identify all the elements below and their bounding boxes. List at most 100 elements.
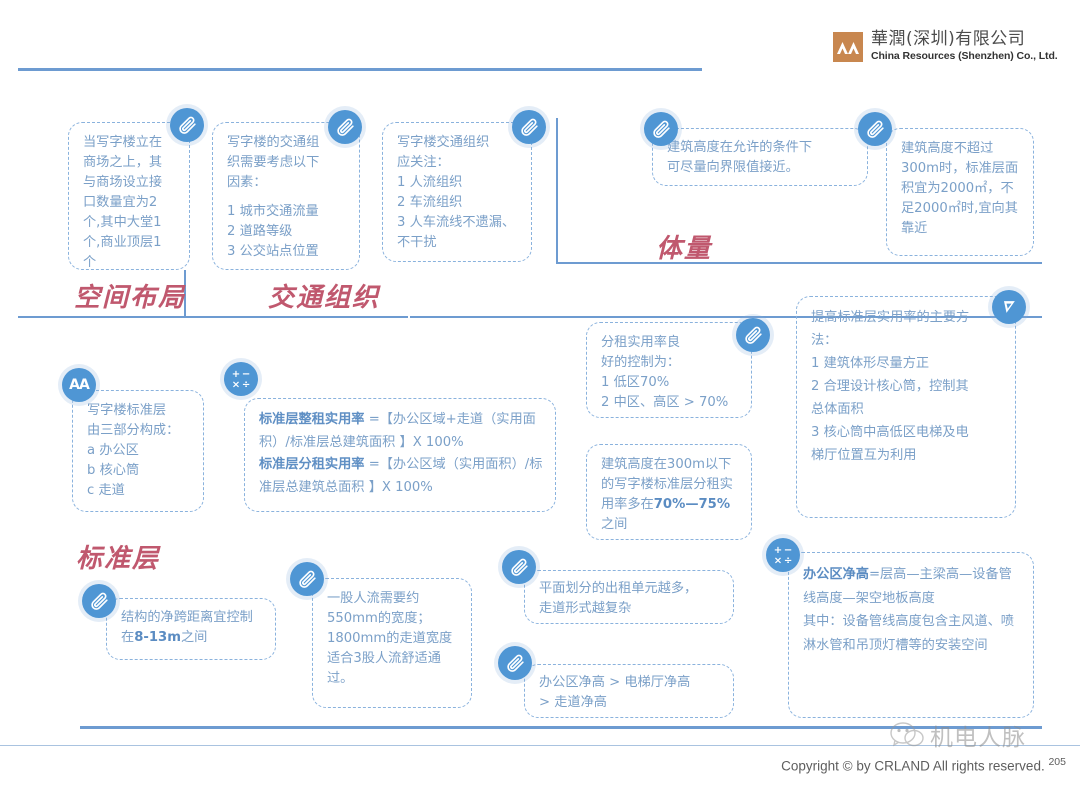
card-line: 与商场设立接 — [83, 175, 163, 191]
formula-label: 标准层分租实用率 — [259, 457, 365, 473]
card-floor-composition: 写字楼标准层 由三部分构成： a 办公区 b 核心筒 c 走道 — [72, 390, 204, 512]
formula-body: =【办公区域+走道（实用面积）/标准层总建筑面积 】X 100% — [259, 412, 536, 450]
card-rental-units: 平面划分的出租单元越多， 走道形式越复杂 — [524, 570, 734, 624]
card-line: 好的控制为： — [601, 355, 681, 371]
card-line: b 核心筒 — [87, 463, 140, 479]
aa-icon: AA — [62, 368, 96, 402]
brand-name-cn: 華潤(深圳)有限公司 — [871, 29, 1026, 49]
card-line: 1 人流组织 — [397, 175, 463, 191]
card-line: 个 — [83, 255, 97, 271]
svg-text:÷: ÷ — [242, 379, 250, 390]
card-under-300m: 建筑高度在300m以下的写字楼标准层分租实用率多在70%—75% 之间 — [586, 444, 752, 540]
card-efficiency-formula: 标准层整租实用率 =【办公区域+走道（实用面积）/标准层总建筑面积 】X 100… — [244, 398, 556, 512]
formula-line: 标准层分租实用率 =【办公区域（实用面积）/标准层总建筑总面积 】X 100% — [259, 454, 543, 499]
card-line: 建筑高度不超过 — [901, 141, 994, 156]
paperclip-icon — [858, 112, 892, 146]
massing-divider-vertical — [556, 118, 558, 264]
card-line: 因素： — [227, 175, 267, 191]
card-text: 建筑高度在300m以下的写字楼标准层分租实用率多在 — [601, 457, 733, 513]
card-line: 可尽量向界限值接近。 — [667, 160, 799, 176]
card-line: 2 中区、高区 > 70% — [601, 395, 729, 411]
card-line: 当写字楼立在 — [83, 135, 163, 150]
paperclip-icon — [498, 646, 532, 680]
card-span-distance: 结构的净跨距离宜控制在8-13m之间 — [106, 598, 276, 660]
formula-label: 办公区净高 — [803, 567, 869, 582]
company-logo: 華潤(深圳)有限公司 China Resources (Shenzhen) Co… — [833, 29, 1058, 63]
svg-text:+: + — [774, 545, 782, 556]
watermark-text: 机电人脉 — [930, 725, 1026, 751]
card-line: 550mm的宽度； — [327, 611, 431, 627]
card-line: 分租实用率良 — [601, 335, 681, 350]
card-flow-width: 一股人流需要约 550mm的宽度； 1800mm的走道宽度 适合3股人流舒适通 … — [312, 578, 472, 708]
card-list-item: 2 道路等级 — [227, 224, 293, 240]
card-line: 1800mm的走道宽度 — [327, 631, 453, 647]
card-clear-height-formula: 办公区净高=层高—主梁高—设备管线高度—架空地板高度 其中：设备管线高度包含主风… — [788, 552, 1034, 718]
svg-text:×: × — [774, 555, 782, 566]
card-line: 梯厅位置互为利用 — [811, 447, 917, 463]
card-list-item: 3 公交站点位置 — [227, 244, 319, 260]
card-line: 应关注： — [397, 155, 450, 171]
card-line: 过。 — [327, 671, 354, 687]
card-traffic-focus: 写字楼交通组织 应关注： 1 人流组织 2 车流组织 3 人车流线不遗漏、 不干… — [382, 122, 532, 262]
paperclip-icon — [512, 110, 546, 144]
card-line: 织需要考虑以下 — [227, 155, 320, 171]
card-traffic-factors: 写字楼的交通组 织需要考虑以下 因素： 1 城市交通流量 2 道路等级 3 公交… — [212, 122, 360, 270]
paperclip-icon — [170, 108, 204, 142]
card-line: 法： — [811, 332, 838, 348]
card-line: 写字楼交通组织 — [397, 135, 490, 150]
formula-line: 标准层整租实用率 =【办公区域+走道（实用面积）/标准层总建筑面积 】X 100… — [259, 409, 543, 454]
formula-label: 标准层整租实用率 — [259, 412, 365, 427]
card-line: 积宜为2000㎡，不 — [901, 181, 1014, 197]
paperclip-icon — [644, 112, 678, 146]
paperclip-icon — [328, 110, 362, 144]
paperclip-icon — [502, 550, 536, 584]
card-line: a 办公区 — [87, 443, 139, 459]
card-line: 走道形式越复杂 — [539, 601, 632, 617]
card-line: 平面划分的出租单元越多， — [539, 581, 698, 596]
card-mall-interface: 当写字楼立在 商场之上，其 与商场设立接 口数量宜为2 个,其中大堂1 个,商业… — [68, 122, 190, 270]
copyright-line: Copyright © by CRLAND All rights reserve… — [781, 756, 1066, 774]
card-text: 之间 — [180, 630, 208, 646]
card-text: 结构的净跨距离宜控制在 — [121, 610, 253, 646]
card-line: 商场之上，其 — [83, 155, 163, 171]
copyright-text: Copyright © by CRLAND All rights reserve… — [781, 758, 1045, 774]
card-line: 口数量宜为2 — [83, 195, 158, 211]
card-height-limit: 建筑高度在允许的条件下 可尽量向界限值接近。 — [652, 128, 868, 186]
card-clear-height-order: 办公区净高 > 电梯厅净高 > 走道净高 — [524, 664, 734, 718]
card-highlight: 70%—75% — [653, 497, 731, 513]
card-line: 建筑高度在允许的条件下 — [667, 140, 813, 155]
card-sublet-control: 分租实用率良 好的控制为： 1 低区70% 2 中区、高区 > 70% — [586, 322, 752, 418]
card-line: 3 人车流线不遗漏、 — [397, 215, 516, 231]
card-line: 总体面积 — [811, 401, 864, 417]
card-line: 300m时，标准层面 — [901, 161, 1019, 177]
svg-text:+: + — [232, 369, 240, 380]
wechat-icon — [890, 722, 924, 747]
card-line: 写字楼标准层 — [87, 403, 167, 418]
card-line: 1 建筑体形尽量方正 — [811, 355, 930, 371]
flag-icon — [992, 290, 1026, 324]
card-improve-methods: 提高标准层实用率的主要方 法： 1 建筑体形尽量方正 2 合理设计核心筒，控制其… — [796, 296, 1016, 518]
svg-text:×: × — [232, 379, 240, 390]
card-list-item: 1 城市交通流量 — [227, 204, 319, 220]
formula-body: =层高—主梁高—设备管线高度—架空地板高度 — [803, 567, 1012, 606]
paperclip-icon — [736, 318, 770, 352]
card-line: 3 核心筒中高低区电梯及电 — [811, 424, 969, 440]
formula-body: =【办公区域（实用面积）/标准层总建筑总面积 】X 100% — [259, 457, 543, 496]
card-line: 由三部分构成： — [87, 423, 180, 439]
card-line: c 走道 — [87, 483, 125, 499]
math-icon: +− ×÷ — [224, 362, 258, 396]
card-line: 不干扰 — [397, 235, 437, 251]
top-divider — [18, 68, 702, 71]
card-line: 一股人流需要约 — [327, 591, 420, 606]
crland-mark-icon — [833, 32, 863, 62]
bottom-divider — [80, 726, 1042, 729]
section-title-standard-floor: 标准层 — [76, 544, 161, 574]
brand-name-en: China Resources (Shenzhen) Co., Ltd. — [871, 50, 1058, 63]
massing-divider — [556, 262, 1042, 264]
svg-text:÷: ÷ — [784, 555, 792, 566]
card-line: 提高标准层实用率的主要方 — [811, 310, 970, 325]
card-text: 之间 — [601, 517, 628, 533]
section-divider-left — [18, 316, 408, 318]
card-line: > 走道净高 — [539, 695, 607, 711]
